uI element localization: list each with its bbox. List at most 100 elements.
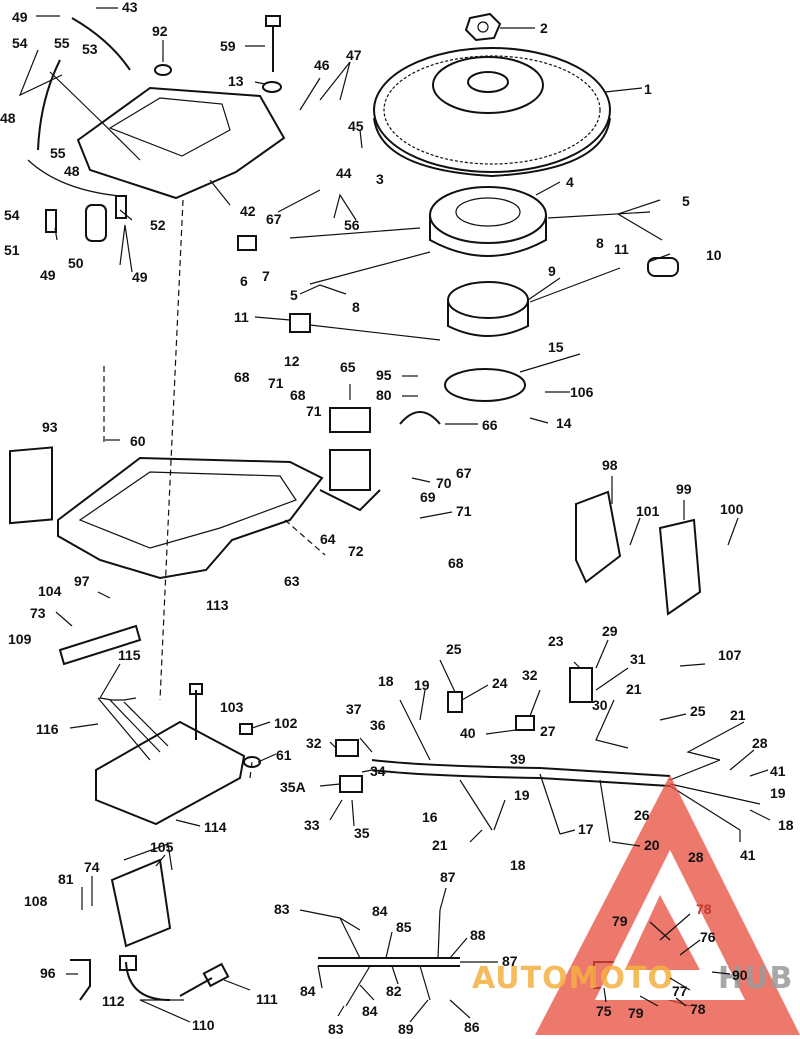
label-49c: 49 xyxy=(132,269,148,285)
label-73: 73 xyxy=(30,605,46,621)
label-95: 95 xyxy=(376,367,392,383)
label-41: 41 xyxy=(770,763,786,779)
label-99: 99 xyxy=(676,481,692,497)
label-37: 37 xyxy=(346,701,362,717)
label-61: 61 xyxy=(276,747,292,763)
watermark-text-left: AUTOMOTO xyxy=(472,961,674,996)
label-33: 33 xyxy=(304,817,320,833)
label-105: 105 xyxy=(150,839,174,855)
label-51: 51 xyxy=(4,242,20,258)
label-5b: 5 xyxy=(290,287,298,303)
label-64: 64 xyxy=(320,531,336,547)
label-54b: 54 xyxy=(4,207,20,223)
label-87b: 87 xyxy=(502,953,518,969)
washer-92 xyxy=(154,64,172,76)
label-1: 1 xyxy=(644,81,652,97)
label-65: 65 xyxy=(340,359,356,375)
label-55b: 55 xyxy=(50,145,66,161)
label-18b: 18 xyxy=(778,817,794,833)
label-55: 55 xyxy=(54,35,70,51)
label-63: 63 xyxy=(284,573,300,589)
label-93: 93 xyxy=(42,419,58,435)
label-66: 66 xyxy=(482,417,498,433)
label-89: 89 xyxy=(398,1021,414,1037)
label-76: 76 xyxy=(700,929,716,945)
wiring-harness xyxy=(335,667,761,843)
label-15: 15 xyxy=(548,339,564,355)
leader-lines xyxy=(18,7,771,1023)
label-90: 90 xyxy=(732,967,748,983)
label-114: 114 xyxy=(204,819,227,835)
label-96: 96 xyxy=(40,965,56,981)
label-54: 54 xyxy=(12,35,28,51)
label-74: 74 xyxy=(84,859,100,875)
label-16: 16 xyxy=(422,809,438,825)
label-75: 75 xyxy=(596,1003,612,1019)
label-88: 88 xyxy=(470,927,486,943)
flywheel-nut xyxy=(464,12,502,42)
label-6: 6 xyxy=(240,273,248,289)
label-115: 115 xyxy=(118,647,141,663)
label-113: 113 xyxy=(206,597,229,613)
label-46: 46 xyxy=(314,57,330,73)
label-106: 106 xyxy=(570,384,594,400)
label-71b: 71 xyxy=(306,403,322,419)
label-48b: 48 xyxy=(64,163,80,179)
label-83: 83 xyxy=(274,901,290,917)
label-19b: 19 xyxy=(770,785,786,801)
label-92: 92 xyxy=(152,23,168,39)
decal-93 xyxy=(9,446,53,525)
label-29: 29 xyxy=(602,623,618,639)
label-77: 77 xyxy=(672,983,688,999)
label-32: 32 xyxy=(522,667,538,683)
timer-base xyxy=(447,281,529,337)
label-7: 7 xyxy=(262,268,270,284)
label-53: 53 xyxy=(82,41,98,57)
label-28b: 28 xyxy=(688,849,704,865)
label-25b: 25 xyxy=(690,703,706,719)
label-18c: 18 xyxy=(510,857,526,873)
label-108: 108 xyxy=(24,893,48,909)
label-84: 84 xyxy=(372,903,388,919)
label-13: 13 xyxy=(228,73,244,89)
label-31: 31 xyxy=(630,651,646,667)
label-2: 2 xyxy=(540,20,548,36)
label-107: 107 xyxy=(718,647,742,663)
label-32b: 32 xyxy=(306,735,322,751)
label-56: 56 xyxy=(344,217,360,233)
label-102: 102 xyxy=(274,715,298,731)
label-49b: 49 xyxy=(40,267,56,283)
label-48: 48 xyxy=(0,110,16,126)
label-80: 80 xyxy=(376,387,392,403)
label-59: 59 xyxy=(220,38,236,54)
label-35a: 35A xyxy=(280,779,306,795)
label-19c: 19 xyxy=(514,787,530,803)
label-60: 60 xyxy=(130,433,146,449)
label-25: 25 xyxy=(446,641,462,657)
label-35: 35 xyxy=(354,825,370,841)
label-40: 40 xyxy=(460,725,476,741)
label-30: 30 xyxy=(592,697,608,713)
label-18: 18 xyxy=(378,673,394,689)
label-83b: 83 xyxy=(328,1021,344,1037)
label-12: 12 xyxy=(284,353,300,369)
label-111: 111 xyxy=(256,991,278,1007)
retaining-ring xyxy=(444,368,526,402)
label-110: 110 xyxy=(192,1017,215,1033)
label-79: 79 xyxy=(612,913,628,929)
label-116: 116 xyxy=(36,721,59,737)
label-72: 72 xyxy=(348,543,364,559)
label-81: 81 xyxy=(58,871,74,887)
flywheel xyxy=(373,47,611,178)
label-103: 103 xyxy=(220,699,244,715)
label-97: 97 xyxy=(74,573,90,589)
label-21b: 21 xyxy=(730,707,746,723)
label-98: 98 xyxy=(602,457,618,473)
label-47: 47 xyxy=(346,47,362,63)
label-41b: 41 xyxy=(740,847,756,863)
mounting-plate xyxy=(76,86,286,200)
label-9: 9 xyxy=(548,263,556,279)
label-86: 86 xyxy=(464,1019,480,1035)
label-82: 82 xyxy=(386,983,402,999)
label-87: 87 xyxy=(440,869,456,885)
